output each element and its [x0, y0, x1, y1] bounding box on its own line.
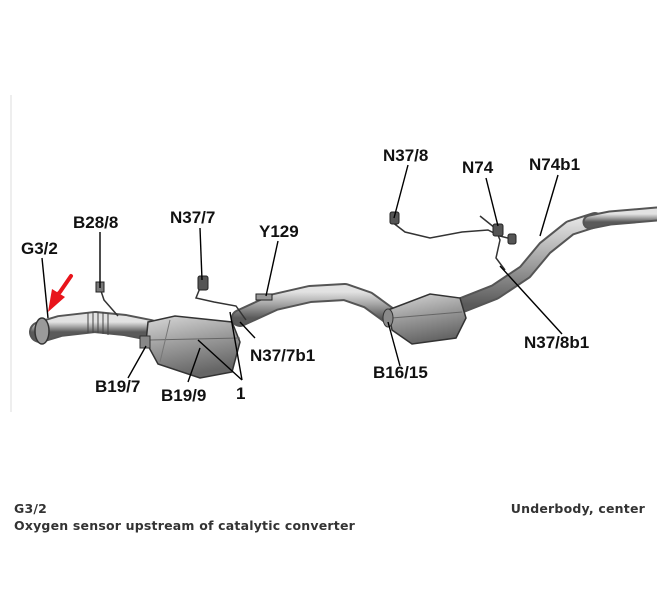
label-g3-2: G3/2: [21, 239, 58, 258]
flex-pipe: [87, 312, 109, 335]
exhaust-system-diagram: G3/2 B28/8 N37/7 Y129 N37/8 N74 N74b1 N3…: [10, 95, 657, 412]
component-code: G3/2: [14, 501, 48, 516]
catalytic-converter-front: [139, 315, 241, 379]
label-n37-7: N37/7: [170, 208, 215, 227]
label-n37-8b1: N37/8b1: [524, 333, 589, 352]
label-y129: Y129: [259, 222, 299, 241]
pointer-arrow: [48, 274, 73, 312]
label-n74b1: N74b1: [529, 155, 580, 174]
label-b28-8: B28/8: [73, 213, 118, 232]
component-description: Oxygen sensor upstream of catalytic conv…: [14, 518, 355, 533]
component-location: Underbody, center: [510, 501, 645, 516]
label-b16-15: B16/15: [373, 363, 428, 382]
label-b19-9: B19/9: [161, 386, 206, 405]
catalytic-converter-rear: [382, 293, 467, 345]
label-n74: N74: [462, 158, 494, 177]
exhaust-pipe: [29, 206, 657, 343]
label-n37-8: N37/8: [383, 146, 428, 165]
label-b19-7: B19/7: [95, 377, 140, 396]
label-n37-7b1: N37/7b1: [250, 346, 315, 365]
inlet-flange: [34, 317, 50, 345]
label-1: 1: [236, 384, 245, 403]
leader-lines: [41, 164, 563, 383]
